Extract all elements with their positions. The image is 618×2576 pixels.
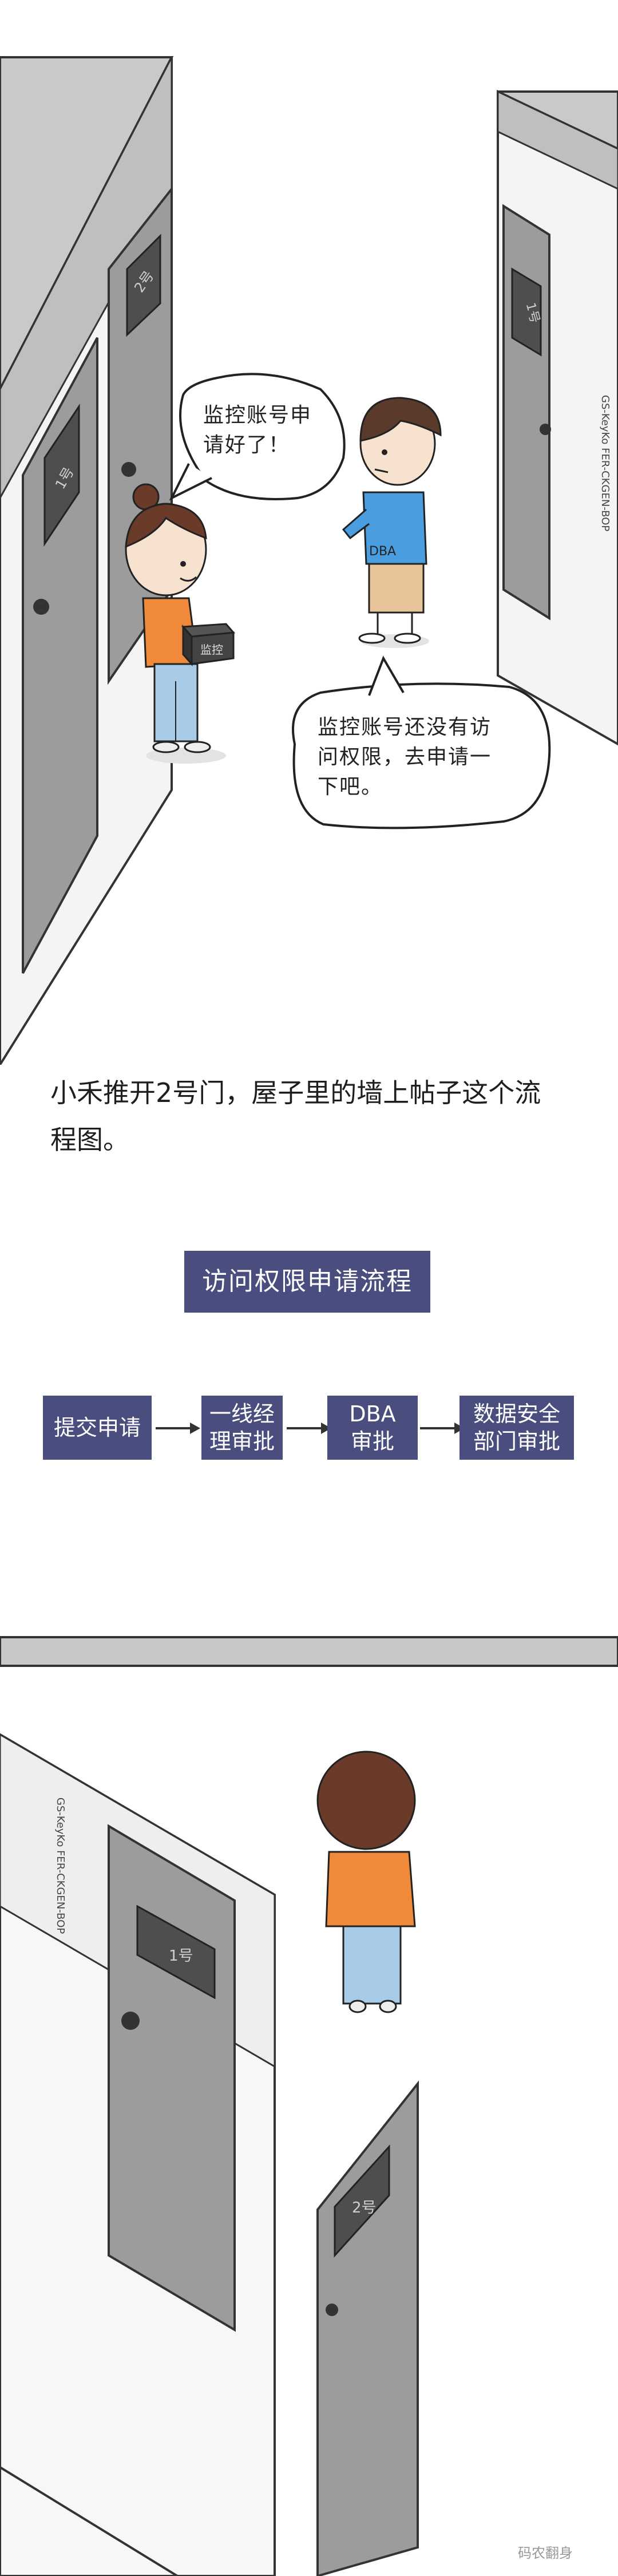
box-label: 监控 — [200, 643, 223, 657]
speech-bubble-boy — [292, 655, 551, 829]
girl-character — [125, 483, 226, 764]
monitor-box: 监控 — [181, 623, 236, 666]
bubble-boy-text: 监控账号还没有访 问权限，去申请一 下吧。 — [318, 716, 492, 799]
scene2-wall-note: GS-KeyKo FER-CKGEN-BOP — [54, 1797, 66, 1934]
arrow-icon — [156, 1423, 200, 1434]
corridor-scene-2: 1号 GS-KeyKo FER-CKGEN-BOP 2号 — [0, 1636, 618, 2576]
scene2-door-2-sign: 2号 — [352, 2199, 377, 2217]
narration-text: 小禾推开2号门，屋子里的墙上帖子这个流程图。 — [50, 1077, 541, 1155]
boy-character: DBA — [342, 397, 442, 648]
flow-step-dba: DBA 审批 — [327, 1396, 418, 1460]
watermark-text: 码农翻身 — [518, 2545, 573, 2561]
right-door: 1号 — [502, 204, 551, 621]
flow-step-security: 数据安全 部门审批 — [459, 1396, 574, 1460]
scene2-door-1-sign: 1号 — [169, 1947, 193, 1965]
girl-back-character — [316, 1751, 416, 2013]
arrow-icon — [287, 1423, 331, 1434]
speech-bubble-girl — [169, 373, 346, 501]
right-wall-note: GS-KeyKo FER-CKGEN-BOP — [599, 395, 611, 531]
corridor-scene-1: 2号 1号 1号 GS-KeyKo FER-CKGEN-BOP — [0, 56, 618, 1065]
shirt-label: DBA — [369, 544, 396, 559]
bubble-girl-text: 监控账号申 请好了！ — [203, 404, 312, 457]
flow-step-submit: 提交申请 — [43, 1396, 152, 1460]
arrow-icon — [420, 1423, 465, 1434]
flow-step-manager: 一线经 理审批 — [201, 1396, 283, 1460]
flowchart-title: 访问权限申请流程 — [184, 1251, 430, 1313]
scene2-door-2: 2号 — [316, 2080, 419, 2576]
scene2-door-1: 1号 — [108, 1824, 236, 2332]
left-front-door: 1号 — [22, 337, 98, 974]
